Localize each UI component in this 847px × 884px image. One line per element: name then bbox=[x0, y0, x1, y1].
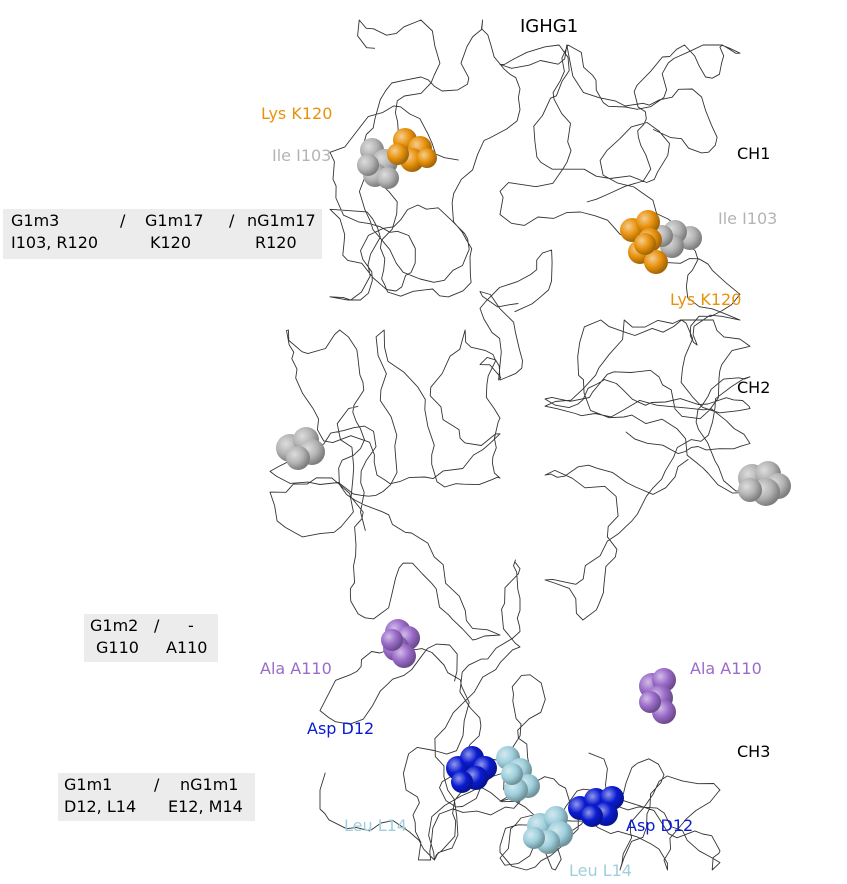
atom-sphere bbox=[357, 154, 379, 176]
allotype-name: nG1m17 bbox=[247, 211, 316, 230]
separator: / bbox=[120, 211, 125, 230]
backbone-segment bbox=[545, 320, 750, 620]
allotype-residues: G110 bbox=[96, 638, 139, 657]
allotype-row-residues: I103, R120 K120 R120 bbox=[7, 233, 318, 255]
lys-k120-right-spheres bbox=[620, 210, 668, 274]
allotype-residues: D12, L14 bbox=[64, 797, 136, 816]
atom-sphere bbox=[417, 148, 437, 168]
label-lys-k120-left: Lys K120 bbox=[261, 104, 332, 123]
label-ile-i103-left: Ile I103 bbox=[272, 146, 331, 165]
atom-sphere bbox=[377, 167, 399, 189]
atom-sphere bbox=[639, 691, 661, 713]
allotype-box-g1m1: G1m1 / nG1m1 D12, L14 E12, M14 bbox=[58, 773, 255, 821]
domain-label-ch3: CH3 bbox=[737, 742, 770, 761]
atom-sphere bbox=[523, 827, 545, 849]
atom-sphere bbox=[451, 771, 473, 793]
atom-sphere bbox=[286, 446, 310, 470]
ile-ch2-left-spheres bbox=[276, 427, 325, 470]
label-leu-l14-left: Leu L14 bbox=[344, 816, 407, 835]
allotype-residues: R120 bbox=[255, 233, 297, 252]
ala-a110-left-spheres bbox=[381, 619, 420, 668]
allotype-residues: E12, M14 bbox=[168, 797, 243, 816]
atom-sphere bbox=[387, 143, 409, 165]
allotype-row-residues: G110 A110 bbox=[88, 638, 214, 660]
backbone-segment bbox=[320, 560, 520, 860]
separator: / bbox=[229, 211, 234, 230]
allotype-box-g1m3: G1m3 / G1m17 / nG1m17 I103, R120 K120 R1… bbox=[3, 209, 322, 259]
label-asp-d12-left: Asp D12 bbox=[307, 719, 374, 738]
label-ala-a110-left: Ala A110 bbox=[260, 659, 332, 678]
ala-a110-right-spheres bbox=[639, 668, 676, 724]
allotype-name: G1m17 bbox=[145, 211, 204, 230]
atom-sphere bbox=[581, 805, 603, 827]
separator: / bbox=[154, 775, 159, 794]
label-ala-a110-right: Ala A110 bbox=[690, 659, 762, 678]
label-asp-d12-right: Asp D12 bbox=[626, 816, 693, 835]
domain-label-ch2: CH2 bbox=[737, 378, 770, 397]
backbone-segment bbox=[270, 330, 500, 640]
title: IGHG1 bbox=[520, 16, 578, 37]
allotype-name: - bbox=[188, 616, 194, 635]
allotype-row-residues: D12, L14 E12, M14 bbox=[62, 797, 251, 819]
leu-l14-left-spheres bbox=[496, 746, 540, 802]
allotype-name: G1m2 bbox=[90, 616, 138, 635]
allotype-name: G1m1 bbox=[64, 775, 112, 794]
allotype-name: nG1m1 bbox=[180, 775, 238, 794]
allotype-residues: A110 bbox=[166, 638, 207, 657]
atom-sphere bbox=[381, 629, 403, 651]
atom-sphere bbox=[738, 478, 762, 502]
allotype-row-names: G1m1 / nG1m1 bbox=[62, 775, 251, 797]
label-leu-l14-right: Leu L14 bbox=[569, 861, 632, 880]
allotype-box-g1m2: G1m2 / - G110 A110 bbox=[84, 614, 218, 662]
allotype-name: G1m3 bbox=[11, 211, 59, 230]
residue-spheres bbox=[276, 128, 791, 854]
backbone-segment bbox=[480, 250, 552, 380]
allotype-residues: I103, R120 bbox=[11, 233, 98, 252]
backbone-trace bbox=[270, 20, 750, 870]
label-ile-i103-right: Ile I103 bbox=[718, 209, 777, 228]
atom-sphere bbox=[501, 763, 523, 785]
label-lys-k120-right: Lys K120 bbox=[670, 290, 741, 309]
leu-l14-right-spheres bbox=[523, 806, 573, 854]
allotype-residues: K120 bbox=[150, 233, 191, 252]
atom-sphere bbox=[634, 233, 656, 255]
allotype-row-names: G1m2 / - bbox=[88, 616, 214, 638]
ile-ch2-right-spheres bbox=[738, 461, 791, 506]
allotype-row-names: G1m3 / G1m17 / nG1m17 bbox=[7, 211, 318, 233]
domain-label-ch1: CH1 bbox=[737, 144, 770, 163]
separator: / bbox=[154, 616, 159, 635]
asp-d12-left-spheres bbox=[446, 746, 497, 793]
